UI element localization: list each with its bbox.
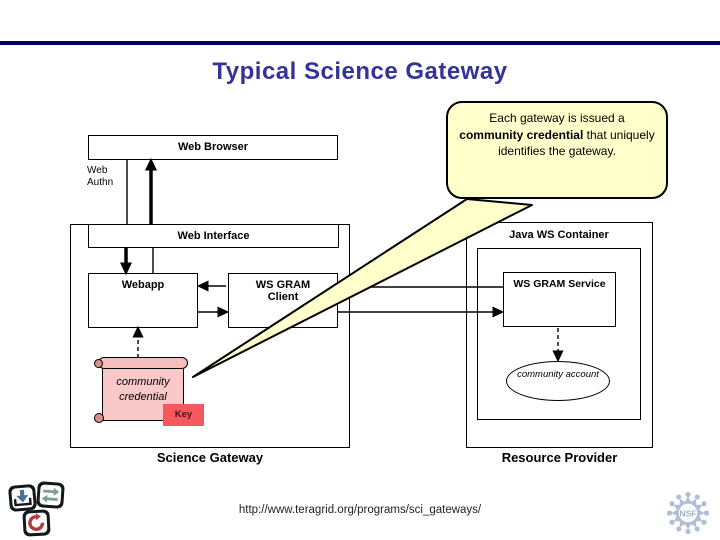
science-gateway-caption: Science Gateway: [156, 450, 264, 465]
header-rule: [0, 41, 720, 45]
resource-provider-caption: Resource Provider: [501, 450, 618, 465]
callout-bubble: Each gateway is issued a community crede…: [446, 101, 668, 199]
callout-text-bold: community credential: [459, 127, 584, 142]
ws-gram-client-label: WS GRAM Client: [255, 279, 311, 303]
download-tile-icon: [8, 484, 37, 512]
callout-text-post: that uniquely identifies the gateway.: [498, 127, 655, 159]
community-account-ellipse: community account: [506, 361, 610, 401]
sync-arrows-tile-icon: [36, 481, 65, 509]
web-browser-box: Web Browser: [88, 135, 338, 160]
community-credential-scroll: community credential: [94, 356, 192, 424]
community-credential-label: community credential: [102, 367, 184, 421]
scroll-top-roll: [98, 357, 188, 369]
web-interface-box: Web Interface: [88, 224, 339, 248]
teragrid-logo: [8, 481, 65, 537]
arrowhead-up-browser: [145, 157, 157, 171]
circular-arrow-tile-icon: [22, 509, 51, 537]
web-authn-label: Web Authn: [87, 165, 129, 189]
scroll-curl-bottom: [94, 413, 104, 423]
ws-gram-client-box: WS GRAM Client: [228, 273, 338, 328]
page-title: Typical Science Gateway: [212, 58, 508, 85]
nsf-logo: NSF: [666, 491, 710, 535]
footer-url: http://www.teragrid.org/programs/sci_gat…: [238, 504, 482, 516]
key-badge: Key: [163, 404, 204, 426]
scroll-curl-top: [94, 359, 103, 368]
nsf-text: NSF: [680, 509, 697, 519]
ws-gram-service-box: WS GRAM Service: [503, 272, 616, 327]
web-authn-line2: Authn: [87, 177, 114, 188]
web-authn-line1: Web: [87, 165, 108, 176]
webapp-box: Webapp: [88, 273, 198, 328]
callout-text-pre: Each gateway is issued a: [489, 111, 625, 125]
java-ws-container-label: Java WS Container: [509, 229, 609, 241]
